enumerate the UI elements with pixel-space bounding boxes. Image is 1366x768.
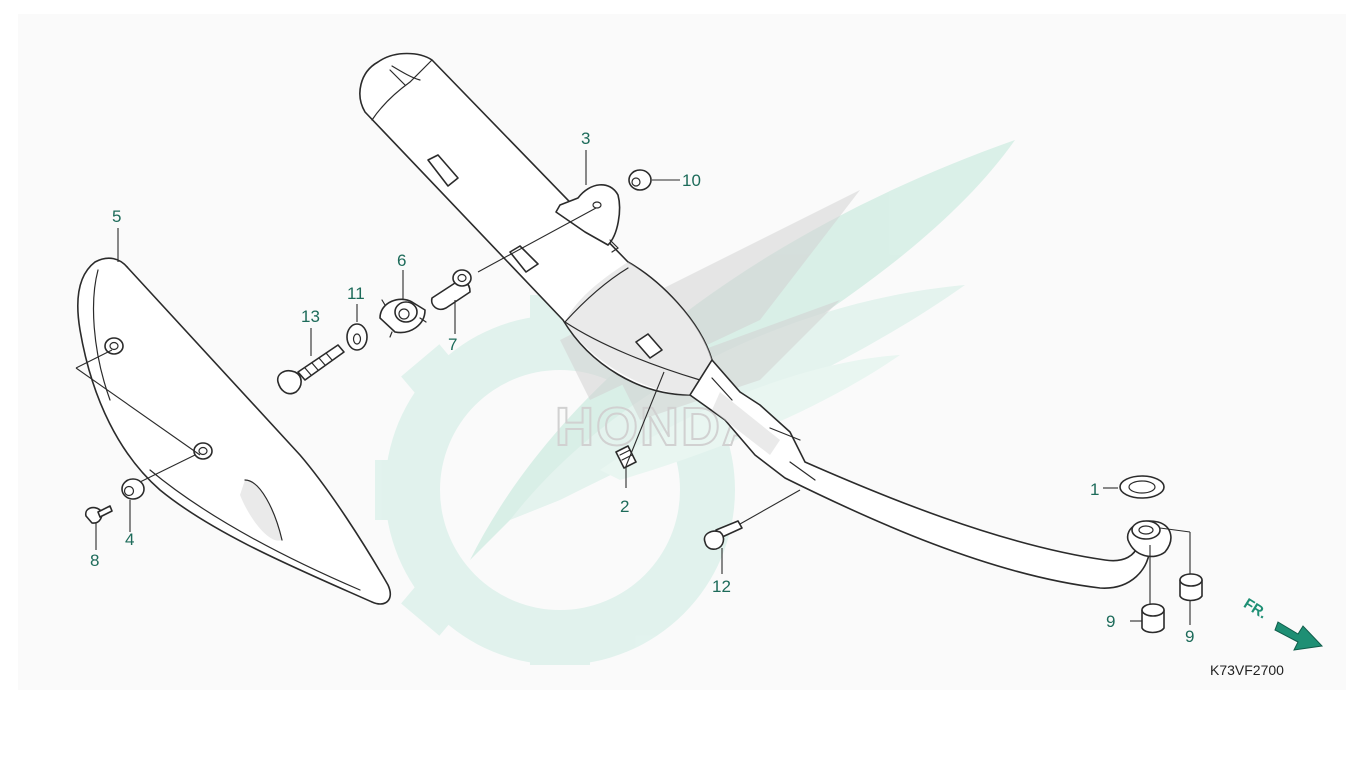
diagram-code: K73VF2700 — [1210, 662, 1284, 678]
leader-lines — [75, 150, 1191, 625]
bolt-12[interactable] — [703, 520, 743, 550]
honda-wing-gear-watermark-icon: HONDA — [375, 140, 1015, 665]
callout-9-right[interactable]: 9 — [1185, 627, 1194, 646]
callout-3[interactable]: 3 — [581, 129, 590, 148]
callout-9-lower[interactable]: 9 — [1106, 612, 1115, 631]
callout-labels: 1 2 3 4 5 6 7 8 9 9 10 11 12 13 — [90, 129, 1194, 646]
callout-5[interactable]: 5 — [112, 207, 121, 226]
damper-rubber-6[interactable] — [379, 298, 427, 338]
callout-11[interactable]: 11 — [347, 284, 365, 303]
callout-2[interactable]: 2 — [620, 497, 629, 516]
callout-4[interactable]: 4 — [125, 530, 134, 549]
pipe-flange[interactable] — [1126, 520, 1172, 558]
gasket-1[interactable] — [1119, 475, 1165, 499]
grommet-4[interactable] — [121, 478, 145, 500]
heat-shield[interactable] — [77, 257, 392, 605]
callout-8[interactable]: 8 — [90, 551, 99, 570]
muffler-bracket[interactable] — [555, 184, 621, 253]
callout-6[interactable]: 6 — [397, 251, 406, 270]
bolt-13[interactable] — [276, 344, 345, 395]
front-arrow-icon — [1274, 621, 1324, 651]
nut-9-lower[interactable] — [1141, 603, 1165, 634]
collar-7[interactable] — [430, 269, 472, 311]
callout-12[interactable]: 12 — [712, 577, 731, 596]
callout-7[interactable]: 7 — [448, 335, 457, 354]
screw-8[interactable] — [84, 505, 113, 524]
callout-10[interactable]: 10 — [682, 171, 701, 190]
callout-1[interactable]: 1 — [1090, 480, 1099, 499]
washer-11[interactable] — [346, 323, 368, 351]
nut-9-right[interactable] — [1179, 573, 1203, 602]
callout-13[interactable]: 13 — [301, 307, 320, 326]
grommet-10[interactable] — [628, 169, 652, 191]
